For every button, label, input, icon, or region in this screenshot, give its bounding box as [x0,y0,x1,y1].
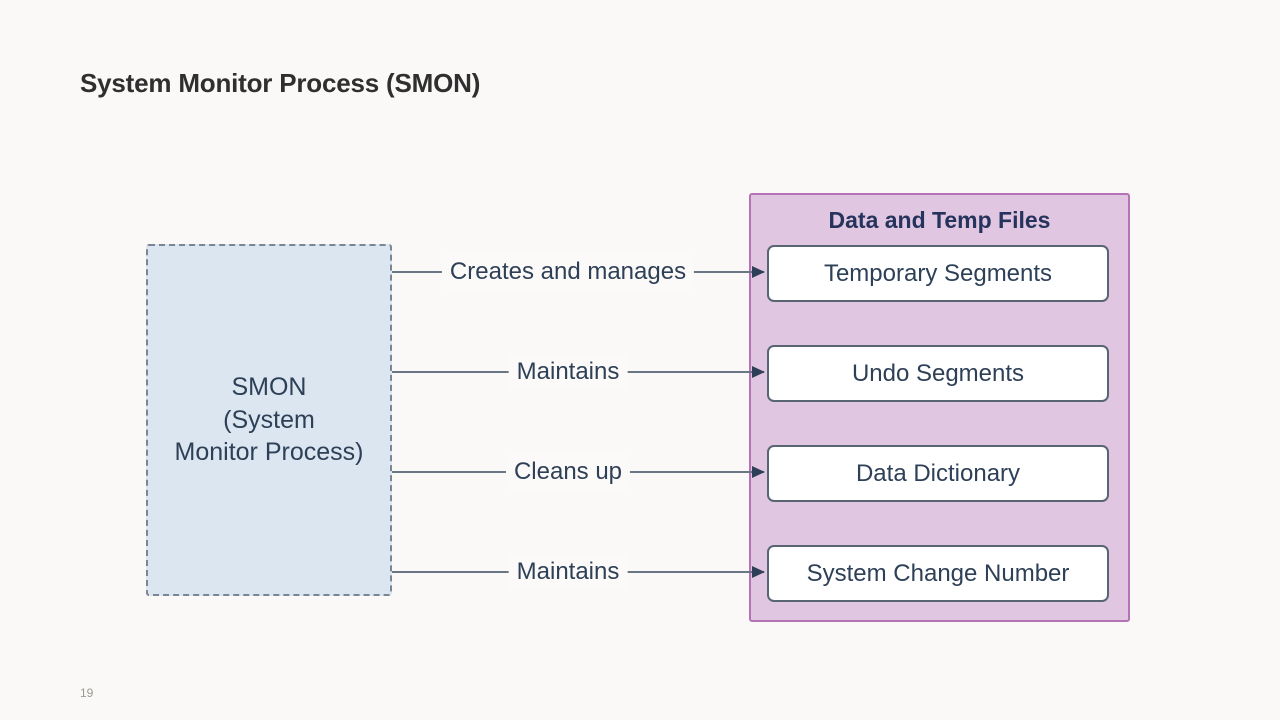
smon-label-line-2: (System [223,405,315,434]
arrow-head-icon-0 [752,266,765,278]
smon-source-box[interactable]: SMON (System Monitor Process) [146,244,392,596]
arrow-head-icon-1 [752,366,765,378]
page-number: 19 [80,686,94,700]
connector-label-maintains-undo: Maintains [508,354,628,390]
page-title: System Monitor Process (SMON) [80,68,481,98]
smon-label: SMON (System Monitor Process) [175,371,364,469]
target-box-system-change-number[interactable]: System Change Number [767,545,1109,602]
connector-label-maintains-scn: Maintains [508,554,628,590]
connector-label-creates-and-manages: Creates and manages [441,254,695,290]
smon-label-line-3: Monitor Process) [174,438,364,467]
target-box-temporary-segments[interactable]: Temporary Segments [767,245,1109,302]
smon-label-line-1: SMON [231,373,307,402]
arrow-head-icon-3 [752,566,765,578]
arrow-head-icon-2 [752,466,765,478]
target-box-data-dictionary[interactable]: Data Dictionary [767,445,1109,502]
target-box-undo-segments[interactable]: Undo Segments [767,345,1109,402]
panel-title: Data and Temp Files [828,207,1051,233]
connector-label-cleans-up: Cleans up [505,454,631,490]
